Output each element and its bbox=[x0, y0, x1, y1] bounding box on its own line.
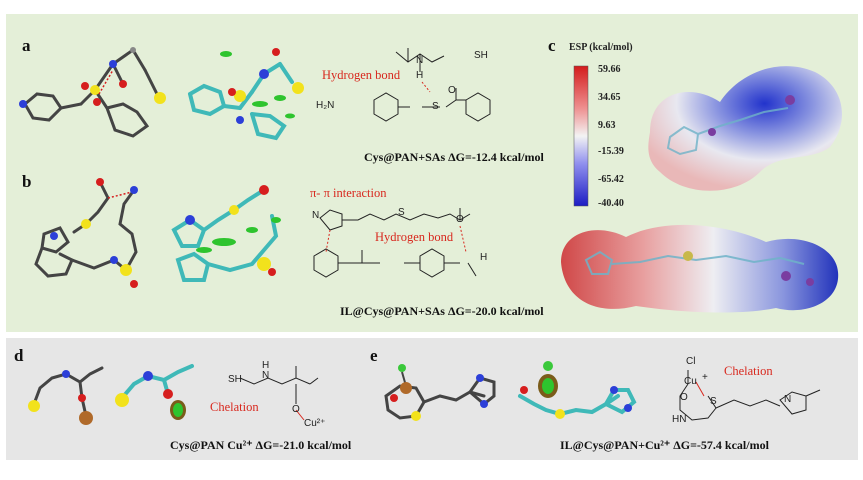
chem-a-o: O bbox=[448, 85, 456, 96]
panel-c-letter: c bbox=[548, 36, 556, 55]
esp-tick-4: -15.39 bbox=[598, 146, 624, 157]
panel-b-pi-interaction-label: π- π interaction bbox=[310, 186, 387, 200]
chem-b-h: H bbox=[480, 252, 488, 263]
chem-e-cl: Cl bbox=[686, 356, 696, 367]
chem-b-o: O bbox=[456, 214, 464, 225]
chem-e-s: S bbox=[710, 396, 717, 407]
chem-d-h: H bbox=[262, 360, 270, 371]
chem-a-h: H bbox=[416, 70, 424, 81]
chem-d-o: O bbox=[292, 404, 300, 415]
esp-tick-6: -40.40 bbox=[598, 198, 624, 209]
chem-a-s: S bbox=[432, 101, 439, 112]
panel-e-chem-structure bbox=[679, 370, 821, 421]
esp-tick-1: 59.66 bbox=[598, 64, 621, 75]
panel-d-chelation-label: Chelation bbox=[210, 400, 259, 414]
panel-d-chem-structure bbox=[239, 366, 319, 421]
panel-a-hydrogen-bond-label: Hydrogen bond bbox=[322, 68, 401, 82]
panel-d-surface-structure bbox=[115, 364, 194, 420]
panel-b-hydrogen-bond-label: Hydrogen bond bbox=[375, 230, 454, 244]
chem-d-n: N bbox=[262, 370, 270, 381]
panel-b-letter: b bbox=[22, 172, 32, 191]
panel-e-chelation-label: Chelation bbox=[724, 364, 773, 378]
chem-d-sh: SH bbox=[228, 374, 242, 385]
esp-title: ESP (kcal/mol) bbox=[569, 42, 633, 53]
panel-b-caption: IL@Cys@PAN+SAs ΔG=-20.0 kcal/mol bbox=[340, 304, 544, 318]
chem-e-hn: HN bbox=[672, 414, 687, 425]
panel-b-surface-structure bbox=[171, 185, 281, 282]
panel-d-caption: Cys@PAN Cu²⁺ ΔG=-21.0 kcal/mol bbox=[170, 438, 352, 452]
panel-b-chem-structure bbox=[313, 208, 477, 278]
chem-a-h2n: H₂N bbox=[316, 100, 335, 111]
panel-a-letter: a bbox=[22, 36, 31, 55]
panel-a-caption: Cys@PAN+SAs ΔG=-12.4 kcal/mol bbox=[364, 150, 544, 164]
panel-e-ballstick-structure bbox=[384, 364, 496, 421]
panel-a-chem-structure bbox=[373, 48, 491, 122]
panel-b-ballstick-structure bbox=[34, 178, 138, 288]
panel-a-ballstick-structure bbox=[19, 47, 166, 138]
panel-e-letter: e bbox=[370, 346, 378, 365]
panel-d-ballstick-structure bbox=[28, 366, 104, 425]
chem-e-plus: + bbox=[702, 372, 708, 383]
panel-d-letter: d bbox=[14, 346, 24, 365]
chem-b-s: S bbox=[398, 207, 405, 218]
panel-a-surface-structure bbox=[188, 48, 304, 141]
esp-tick-2: 34.65 bbox=[598, 92, 621, 103]
chem-a-n: N bbox=[416, 55, 424, 66]
chem-b-n: N bbox=[312, 210, 320, 221]
chem-a-sh: SH bbox=[474, 50, 488, 61]
esp-surface-bottom bbox=[561, 224, 839, 313]
panel-e-caption: IL@Cys@PAN+Cu²⁺ ΔG=-57.4 kcal/mol bbox=[560, 438, 769, 452]
chem-e-o: O bbox=[680, 392, 688, 403]
panel-e-surface-structure bbox=[518, 361, 637, 419]
chem-e-n: N bbox=[784, 394, 792, 405]
chem-e-cu: Cu bbox=[684, 376, 697, 387]
chem-d-cu: Cu²⁺ bbox=[304, 418, 326, 429]
esp-tick-3: 9.63 bbox=[598, 120, 616, 131]
esp-tick-5: -65.42 bbox=[598, 174, 624, 185]
esp-colorbar bbox=[573, 65, 589, 207]
esp-surface-top bbox=[648, 66, 842, 191]
